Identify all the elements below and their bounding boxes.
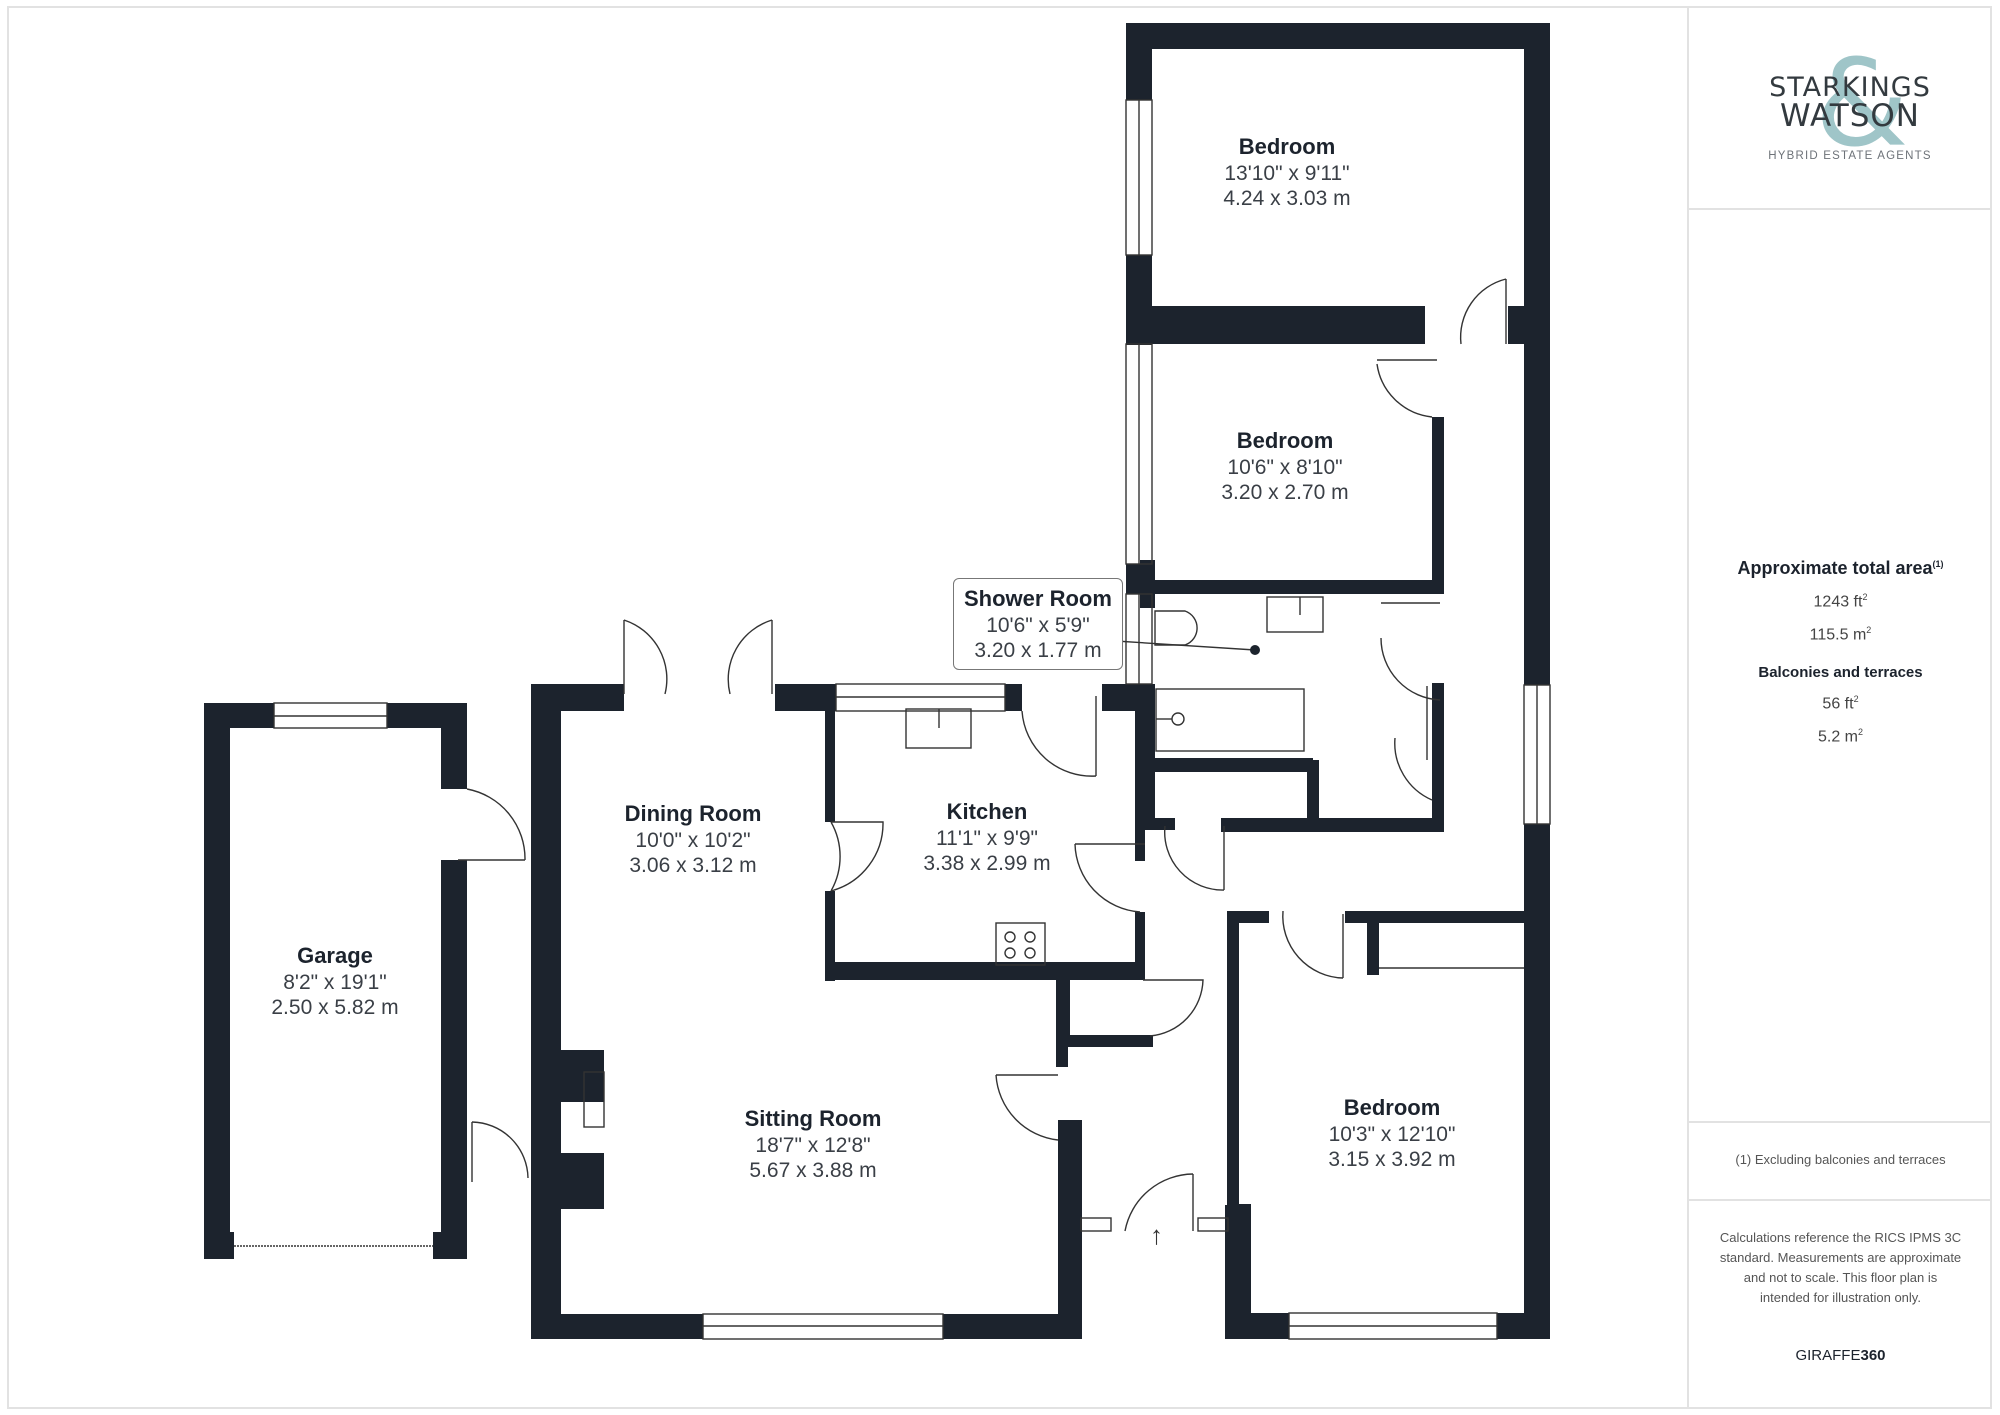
- room-imperial: 10'6" x 8'10": [1227, 456, 1343, 479]
- balconies-title: Balconies and terraces: [1758, 663, 1923, 681]
- balconies-ft: 56 ft2: [1689, 685, 1992, 718]
- room-name: Shower Room: [964, 586, 1112, 611]
- balconies-m-value: 5.2 m: [1817, 728, 1858, 746]
- room-name: Garage: [297, 943, 373, 968]
- room-label-sitting-room: Sitting Room 18'7" x 12'8" 5.67 x 3.88 m: [745, 1105, 882, 1183]
- room-name: Sitting Room: [744, 1106, 882, 1131]
- panel-divider-footnote: [1689, 1121, 1992, 1123]
- room-metric: 3.20 x 1.77 m: [974, 639, 1102, 662]
- total-area-ft: 1243 ft2: [1689, 583, 1992, 616]
- total-area-title-text: Approximate total area: [1737, 558, 1933, 578]
- room-metric: 3.15 x 3.92 m: [1328, 1148, 1456, 1171]
- logo-line-1: STARKINGS: [1769, 72, 1931, 103]
- provider-name: GIRAFFE: [1795, 1347, 1861, 1364]
- panel-divider-logo: [1689, 208, 1992, 210]
- room-metric: 5.67 x 3.88 m: [749, 1159, 877, 1182]
- logo-tagline: HYBRID ESTATE AGENTS: [1768, 150, 1932, 162]
- panel-divider-disclaimer: [1689, 1199, 1992, 1201]
- footnote-mark: (1): [1932, 559, 1944, 569]
- total-area-m-value: 115.5 m: [1809, 626, 1867, 644]
- total-area-m: 115.5 m2: [1689, 616, 1992, 649]
- walls: [204, 23, 1550, 1339]
- room-label-dining-room: Dining Room 10'0" x 10'2" 3.06 x 3.12 m: [625, 800, 762, 878]
- room-label-bedroom-1: Bedroom 13'10" x 9'11" 4.24 x 3.03 m: [1223, 133, 1350, 211]
- entrance-arrow-icon: ↑: [1150, 1220, 1163, 1250]
- room-imperial: 18'7" x 12'8": [755, 1134, 871, 1157]
- room-label-bedroom-3: Bedroom 10'3" x 12'10" 3.15 x 3.92 m: [1328, 1094, 1455, 1172]
- area-summary: Approximate total area(1) 1243 ft2 115.5…: [1689, 558, 1992, 751]
- shower-room-pointer-dot: [1250, 645, 1260, 655]
- room-imperial: 11'1" x 9'9": [936, 827, 1038, 850]
- room-metric: 3.38 x 2.99 m: [923, 852, 1051, 875]
- room-name: Bedroom: [1343, 1095, 1441, 1120]
- room-imperial: 10'0" x 10'2": [635, 829, 751, 852]
- agent-logo: & STARKINGS WATSON HYBRID ESTATE AGENTS: [1760, 40, 1940, 180]
- balconies-m: 5.2 m2: [1689, 718, 1992, 751]
- ampersand-mark: &: [1815, 35, 1909, 174]
- room-label-garage: Garage 8'2" x 19'1" 2.50 x 5.82 m: [271, 942, 398, 1020]
- side-panel-divider: [1687, 6, 1689, 1409]
- room-imperial: 10'3" x 12'10": [1328, 1123, 1456, 1146]
- callout-shower-room: Shower Room 10'6" x 5'9" 3.20 x 1.77 m: [953, 578, 1123, 670]
- page-border: [7, 6, 1992, 1409]
- room-imperial: 13'10" x 9'11": [1224, 162, 1350, 185]
- total-area-title: Approximate total area(1): [1689, 558, 1992, 579]
- provider-brand: GIRAFFE360: [1689, 1347, 1992, 1364]
- sq-mark: 2: [1853, 693, 1859, 704]
- balconies-ft-value: 56 ft: [1822, 694, 1854, 712]
- room-name: Bedroom: [1238, 134, 1336, 159]
- room-metric: 2.50 x 5.82 m: [271, 996, 399, 1019]
- sq-mark: 2: [1858, 726, 1864, 737]
- room-imperial: 8'2" x 19'1": [283, 971, 387, 994]
- room-metric: 3.20 x 2.70 m: [1221, 481, 1349, 504]
- logo-line-2: WATSON: [1780, 98, 1920, 134]
- room-metric: 3.06 x 3.12 m: [629, 854, 757, 877]
- footnote: (1) Excluding balconies and terraces: [1735, 1152, 1946, 1167]
- sq-mark: 2: [1862, 592, 1868, 602]
- sq-mark: 2: [1866, 625, 1872, 636]
- provider-number: 360: [1860, 1347, 1886, 1364]
- room-name: Dining Room: [624, 801, 762, 826]
- room-label-bedroom-2: Bedroom 10'6" x 8'10" 3.20 x 2.70 m: [1221, 427, 1348, 505]
- total-area-ft-value: 1243 ft: [1813, 593, 1863, 611]
- room-name: Kitchen: [946, 799, 1028, 824]
- disclaimer: Calculations reference the RICS IPMS 3C …: [1719, 1230, 1962, 1305]
- windows-and-doors: [234, 99, 1551, 1340]
- room-name: Bedroom: [1236, 428, 1334, 453]
- room-label-kitchen: Kitchen 11'1" x 9'9" 3.38 x 2.99 m: [923, 798, 1050, 876]
- room-imperial: 10'6" x 5'9": [986, 614, 1090, 637]
- room-metric: 4.24 x 3.03 m: [1223, 187, 1351, 210]
